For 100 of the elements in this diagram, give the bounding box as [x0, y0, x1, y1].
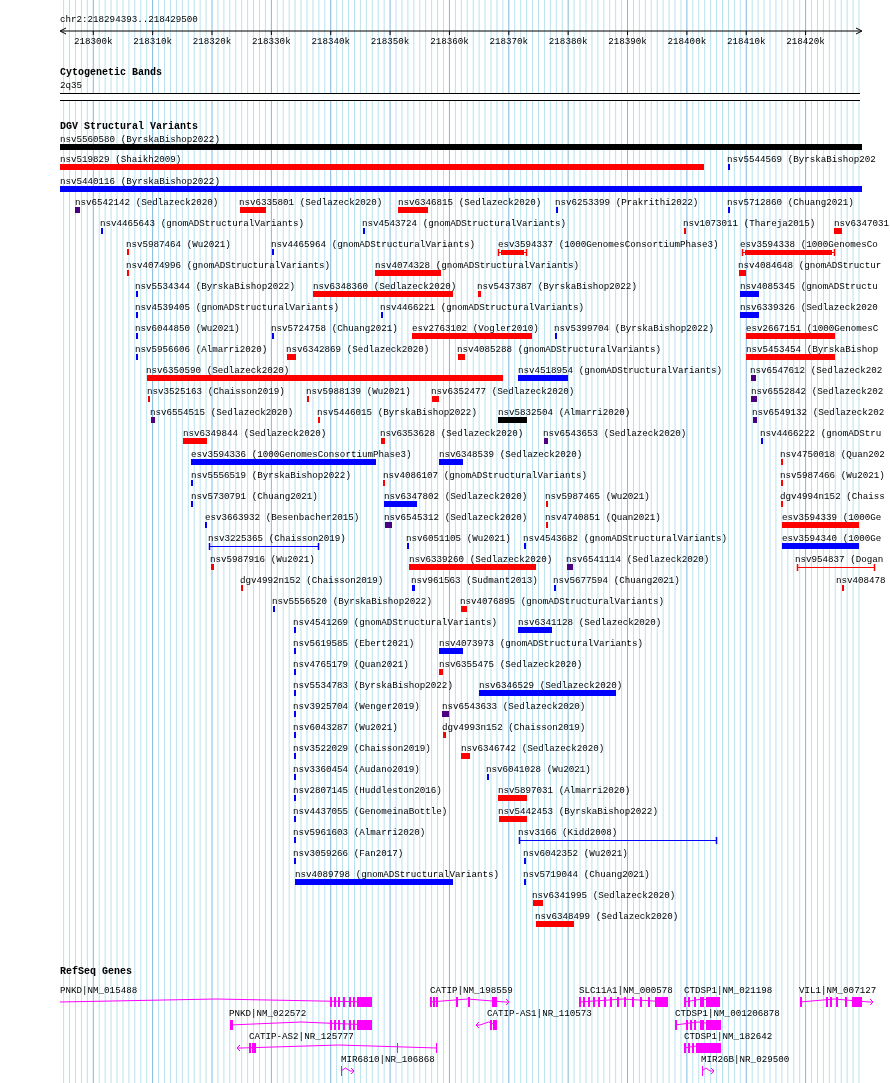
variant-label: nsv4085288 (gnomADStructuralVariants)	[457, 344, 661, 355]
variant-label: esv3594339 (1000Ge	[782, 512, 882, 523]
variant-label: nsv6542142 (Sedlazeck2020)	[75, 197, 219, 208]
variant-feature	[384, 491, 529, 508]
variant-feature	[317, 407, 478, 424]
variant-label: nsv4074996 (gnomADStructuralVariants)	[126, 260, 330, 271]
variant-feature	[532, 890, 677, 907]
gene-label: VIL1|NM_007127	[799, 985, 877, 996]
variant-feature	[780, 491, 886, 508]
variant-feature	[738, 260, 883, 277]
variant-feature	[518, 827, 717, 844]
variant-label: dgv4992n152 (Chaisson2019)	[240, 575, 384, 586]
variant-feature	[518, 365, 724, 382]
gene-feature	[476, 1008, 593, 1030]
variant-label: nsv5442453 (ByrskaBishop2022)	[498, 806, 658, 817]
variant-label: nsv4074328 (gnomADStructuralVariants)	[375, 260, 579, 271]
variant-label: nsv6051105 (Wu2021)	[406, 533, 511, 544]
variant-label: nsv4466221 (gnomADStructuralVariants)	[380, 302, 584, 313]
variant-feature	[439, 449, 584, 466]
variant-label: nsv6352477 (Sedlazeck2020)	[431, 386, 575, 397]
variant-label: nsv2807145 (Huddleston2016)	[293, 785, 442, 796]
variant-label: nsv6346529 (Sedlazeck2020)	[479, 680, 623, 691]
variant-feature	[477, 281, 638, 298]
variant-label: nsv5534783 (ByrskaBishop2022)	[293, 680, 453, 691]
variant-feature	[208, 533, 347, 550]
gene-label: SLC11A1|NM_000578	[579, 985, 673, 996]
variant-label: nsv6348539 (Sedlazeck2020)	[439, 449, 583, 460]
variant-feature	[293, 764, 421, 781]
variant-feature	[740, 239, 879, 256]
variant-feature	[498, 407, 632, 424]
variant-label: nsv6253399 (Prakrithi2022)	[555, 197, 699, 208]
gene-label: CTDSP1|NM_182642	[684, 1031, 773, 1042]
variant-feature	[293, 659, 410, 676]
variant-label: nsv4084648 (gnomADStructur	[738, 260, 882, 271]
variant-feature	[752, 407, 886, 424]
variant-label: nsv6554515 (Sedlazeck2020)	[150, 407, 294, 418]
variant-label: nsv4466222 (gnomADStru	[760, 428, 882, 439]
variant-feature	[60, 134, 862, 151]
variant-label: dgv4994n152 (Chaiss	[780, 491, 885, 502]
variant-feature	[431, 386, 576, 403]
variant-label: nsv6347031	[834, 218, 890, 229]
variant-feature	[498, 806, 659, 823]
variant-feature	[240, 575, 385, 592]
variant-feature	[523, 848, 629, 865]
variant-feature	[782, 533, 882, 550]
variant-feature	[780, 470, 886, 487]
variant-feature	[135, 344, 269, 361]
variant-label: nsv6041028 (Wu2021)	[486, 764, 591, 775]
variant-feature	[210, 554, 316, 571]
variant-label: nsv5988139 (Wu2021)	[306, 386, 411, 397]
variant-feature	[375, 260, 581, 277]
variant-label: nsv5560580 (ByrskaBishop2022)	[60, 134, 220, 145]
variant-feature	[782, 512, 882, 529]
variant-label: nsv6549132 (Sedlazeck202	[752, 407, 885, 418]
variant-label: esv3594340 (1000Ge	[782, 533, 882, 544]
variant-feature	[293, 785, 443, 802]
variant-label: nsv5399704 (ByrskaBishop2022)	[554, 323, 714, 334]
variant-label: nsv6545312 (Sedlazeck2020)	[384, 512, 528, 523]
variant-label: nsv6349844 (Sedlazeck2020)	[183, 428, 327, 439]
variant-feature	[727, 197, 855, 214]
variant-feature	[409, 554, 554, 571]
tick-label: 218410k	[725, 36, 767, 47]
variant-label: nsv4539405 (gnomADStructuralVariants)	[135, 302, 339, 313]
variant-label: nsv5446015 (ByrskaBishop2022)	[317, 407, 477, 418]
variant-label: esv2667151 (1000GenomesC	[746, 323, 879, 334]
tick-label: 218320k	[191, 36, 233, 47]
variant-label: nsv5987465 (Wu2021)	[545, 491, 650, 502]
variant-feature	[293, 848, 404, 865]
variant-label: nsv4073973 (gnomADStructuralVariants)	[439, 638, 643, 649]
variant-label: nsv4465643 (gnomADStructuralVariants)	[100, 218, 304, 229]
variant-label: nsv3525163 (Chaisson2019)	[147, 386, 285, 397]
variant-label: nsv5677594 (Chuang2021)	[553, 575, 680, 586]
tick-label: 218420k	[785, 36, 826, 47]
variant-label: nsv6552842 (Sedlazeck202	[751, 386, 884, 397]
variant-feature	[746, 323, 880, 340]
gene-label: PNKD|NM_015488	[60, 985, 138, 996]
variant-label: nsv961563 (Sudmant2013)	[411, 575, 538, 586]
variant-feature	[183, 428, 328, 445]
variant-label: nsv4740851 (Quan2021)	[545, 512, 661, 523]
variant-feature	[295, 869, 501, 886]
variant-label: nsv6543633 (Sedlazeck2020)	[442, 701, 586, 712]
variant-label: nsv4089798 (gnomADStructuralVariants)	[295, 869, 499, 880]
variant-label: nsv6355475 (Sedlazeck2020)	[439, 659, 583, 670]
variant-label: nsv6342869 (Sedlazeck2020)	[286, 344, 430, 355]
variant-label: nsv5832504 (Almarri2020)	[498, 407, 631, 418]
tick-label: 218330k	[251, 36, 292, 47]
variant-feature	[306, 386, 412, 403]
variant-feature	[442, 701, 587, 718]
variant-label: nsv5987466 (Wu2021)	[780, 470, 885, 481]
variant-label: nsv5440116 (ByrskaBishop2022)	[60, 176, 220, 187]
tick-label: 218390k	[607, 36, 648, 47]
variant-label: nsv6044850 (Wu2021)	[135, 323, 240, 334]
variant-feature	[100, 218, 306, 235]
variant-label: nsv6346815 (Sedlazeck2020)	[398, 197, 542, 208]
variant-feature	[126, 260, 332, 277]
variant-label: nsv4543682 (gnomADStructuralVariants)	[523, 533, 727, 544]
variant-label: nsv4465964 (gnomADStructuralVariants)	[271, 239, 475, 250]
variant-label: nsv5719044 (Chuang2021)	[523, 869, 650, 880]
variant-feature	[362, 218, 568, 235]
variant-label: nsv6341995 (Sedlazeck2020)	[532, 890, 676, 901]
